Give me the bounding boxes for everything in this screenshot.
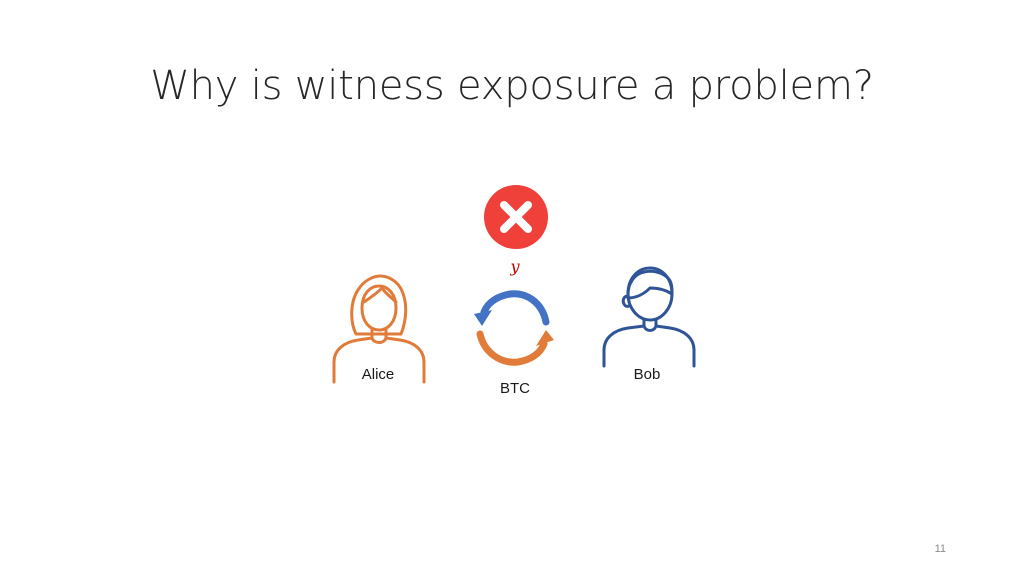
- alice-label: Alice: [361, 366, 395, 383]
- slide-title: Why is witness exposure a problem?: [150, 63, 874, 109]
- close-icon: [484, 185, 548, 249]
- witness-variable: y: [510, 257, 520, 276]
- bob-label: Bob: [633, 366, 661, 383]
- woman-user-icon: [332, 274, 426, 384]
- page-number: 11: [934, 543, 946, 555]
- exchange-cycle-icon: [474, 290, 554, 366]
- btc-label: BTC: [500, 380, 530, 397]
- man-user-icon: [602, 266, 696, 368]
